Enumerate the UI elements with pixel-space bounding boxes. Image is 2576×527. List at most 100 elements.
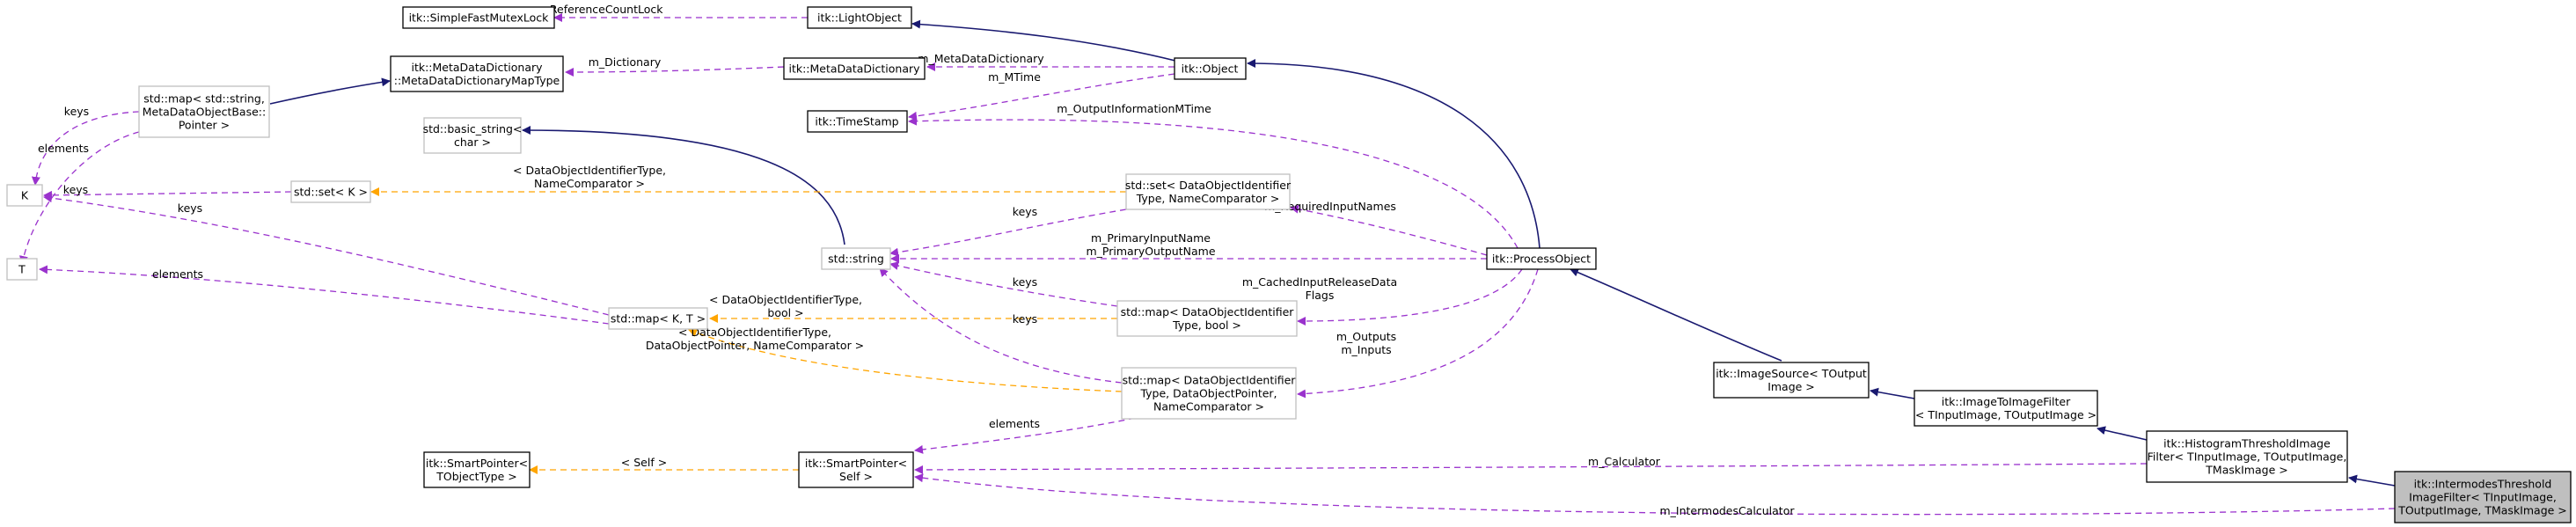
edge-processobject-to-object	[1247, 59, 1540, 249]
edge-layer	[19, 13, 2396, 516]
node-k[interactable]: K	[6, 184, 43, 207]
label-output-information-mtime-line-1: m_OutputInformationMTime	[1057, 102, 1211, 115]
label-set-identifier-tmpl-line-2: NameComparator >	[534, 177, 645, 190]
svg-text:std::set< K >: std::set< K >	[294, 186, 368, 199]
label-elements-map-string: elements	[38, 142, 89, 155]
node-std-string[interactable]: std::string	[821, 247, 891, 270]
edge-imagetoimage-to-imagesource	[1870, 387, 1915, 399]
node-text-line-3: NameComparator >	[1153, 400, 1264, 414]
label-keys-map-string: keys	[64, 105, 89, 118]
edge-intermodes-to-histogram	[2348, 474, 2396, 487]
svg-text:itk::SmartPointer<TObjectType: itk::SmartPointer<TObjectType >	[426, 457, 528, 483]
edge-k-to-setk-keys	[43, 190, 292, 200]
edge-smartpointer-to-intermodes-calculator	[914, 473, 2396, 516]
svg-text:itk::MetaDataDictionary: itk::MetaDataDictionary	[788, 62, 920, 76]
node-text-line-2: Type, bool >	[1172, 318, 1241, 332]
edge-k-to-mapkt-keys	[43, 194, 610, 316]
label-keys-map-k-t: keys	[178, 201, 202, 215]
svg-text:std::map< DataObjectIdentifier: std::map< DataObjectIdentifierType, Data…	[1123, 374, 1297, 414]
node-light-object[interactable]: itk::LightObject	[807, 6, 912, 29]
node-text-line-3: TMaskImage >	[2205, 464, 2287, 477]
svg-text:std::map< std::string,MetaData: std::map< std::string,MetaDataObjectBase…	[143, 92, 266, 132]
node-text-line-2: < TInputImage, TOutputImage >	[1915, 408, 2097, 421]
svg-text:itk::ImageToImageFilter< TInpu: itk::ImageToImageFilter< TInputImage, TO…	[1915, 395, 2097, 421]
node-text-line-1: itk::Object	[1182, 62, 1239, 76]
node-basic-string[interactable]: std::basic_string<char >	[423, 117, 523, 154]
node-text-line-1: itk::ImageSource< TOutput	[1716, 367, 1867, 380]
node-text-line-1: itk::SimpleFastMutexLock	[409, 11, 550, 25]
edge-lightobject-to-object	[911, 19, 1180, 62]
edge-t-to-mapkt-elements	[39, 265, 610, 325]
node-text-line-2: Image >	[1767, 380, 1815, 393]
svg-text:itk::Object: itk::Object	[1182, 62, 1239, 76]
node-text-line-1: itk::MetaDataDictionary	[411, 61, 543, 74]
node-simple-fast-mutex-lock[interactable]: itk::SimpleFastMutexLock	[402, 6, 555, 29]
edge-stdstring-to-basicstring	[522, 126, 845, 245]
svg-text:itk::SmartPointer<Self >: itk::SmartPointer<Self >	[805, 457, 907, 483]
svg-text:std::map< K, T >: std::map< K, T >	[611, 312, 706, 326]
label-meta-data-dictionary-line-1: m_MetaDataDictionary	[918, 52, 1044, 65]
edge-smartpointer-to-histogram-calculator	[914, 463, 2148, 474]
label-required-input-names: m_RequiredInputNames	[1264, 200, 1396, 213]
label-keys-set-k: keys	[63, 183, 88, 196]
node-smart-pointer-tobject[interactable]: itk::SmartPointer<TObjectType >	[423, 451, 531, 488]
label-primary-input-output-line-1: m_PrimaryInputName	[1091, 231, 1211, 245]
label-set-identifier-tmpl-line-1: < DataObjectIdentifierType,	[513, 164, 666, 177]
node-object[interactable]: itk::Object	[1174, 57, 1247, 80]
node-text-line-2: Self >	[839, 470, 873, 483]
edge-histogram-to-imagetoimage	[2097, 426, 2148, 441]
label-primary-input-output-line-2: m_PrimaryOutputName	[1086, 245, 1215, 258]
label-output-information-mtime: m_OutputInformationMTime	[1057, 102, 1211, 115]
label-map-pointer-tmpl-line-1: < DataObjectIdentifierType,	[678, 326, 831, 339]
node-meta-data-dictionary[interactable]: itk::MetaDataDictionary	[783, 57, 926, 80]
node-time-stamp[interactable]: itk::TimeStamp	[807, 110, 908, 133]
node-smart-pointer-self[interactable]: itk::SmartPointer<Self >	[798, 451, 914, 488]
node-set-k[interactable]: std::set< K >	[290, 180, 371, 203]
label-keys-map-k-t-line-1: keys	[178, 201, 202, 215]
label-self-tmpl: < Self >	[621, 456, 667, 469]
edge-smartpointer-to-mappointer-elements	[914, 417, 1136, 454]
svg-text:std::set< DataObjectIdentifier: std::set< DataObjectIdentifierType, Name…	[1125, 179, 1292, 205]
node-text-line-2: TObjectType >	[435, 470, 517, 483]
label-keys-map-pointer: keys	[1013, 312, 1037, 326]
node-meta-data-dictionary-map-type[interactable]: itk::MetaDataDictionary::MetaDataDiction…	[390, 55, 564, 92]
node-image-to-image-filter[interactable]: itk::ImageToImageFilter< TInputImage, TO…	[1914, 390, 2098, 427]
svg-text:T: T	[18, 263, 26, 276]
edge-mappointer-to-processobject	[1297, 268, 1539, 399]
edge-stdstring-to-mapbool-keys	[889, 261, 1118, 307]
label-elements-map-k-t: elements	[152, 267, 203, 281]
label-map-pointer-tmpl: < DataObjectIdentifierType,DataObjectPoi…	[646, 326, 864, 352]
label-outputs-inputs-line-2: m_Inputs	[1341, 343, 1391, 356]
node-text-line-1: T	[18, 263, 26, 276]
node-map-string-metadata[interactable]: std::map< std::string,MetaDataObjectBase…	[138, 85, 270, 138]
label-outputs-inputs-line-1: m_Outputs	[1336, 330, 1396, 343]
label-dictionary-line-1: m_Dictionary	[589, 55, 662, 69]
node-text-line-1: std::set< DataObjectIdentifier	[1125, 179, 1292, 192]
svg-text:std::map< DataObjectIdentifier: std::map< DataObjectIdentifierType, bool…	[1121, 305, 1295, 332]
edge-mapkt-to-mappointer	[688, 328, 1123, 392]
node-text-line-2: ImageFilter< TInputImage,	[2409, 491, 2557, 504]
label-keys-map-bool-line-1: keys	[1013, 275, 1037, 289]
edge-timestamp-to-processobject	[908, 116, 1519, 249]
label-calculator-line-1: m_Calculator	[1588, 455, 1661, 468]
label-reference-count-lock: m_ReferenceCountLock	[534, 3, 664, 16]
node-text-line-1: itk::MetaDataDictionary	[788, 62, 920, 76]
svg-text:K: K	[21, 189, 29, 202]
svg-text:std::string: std::string	[828, 253, 884, 266]
node-process-object[interactable]: itk::ProcessObject	[1486, 247, 1597, 270]
node-t[interactable]: T	[6, 258, 38, 281]
node-map-k-t[interactable]: std::map< K, T >	[608, 307, 708, 330]
label-elements-map-pointer: elements	[989, 417, 1040, 430]
node-layer: itk::SimpleFastMutexLock itk::LightObjec…	[6, 6, 2572, 523]
